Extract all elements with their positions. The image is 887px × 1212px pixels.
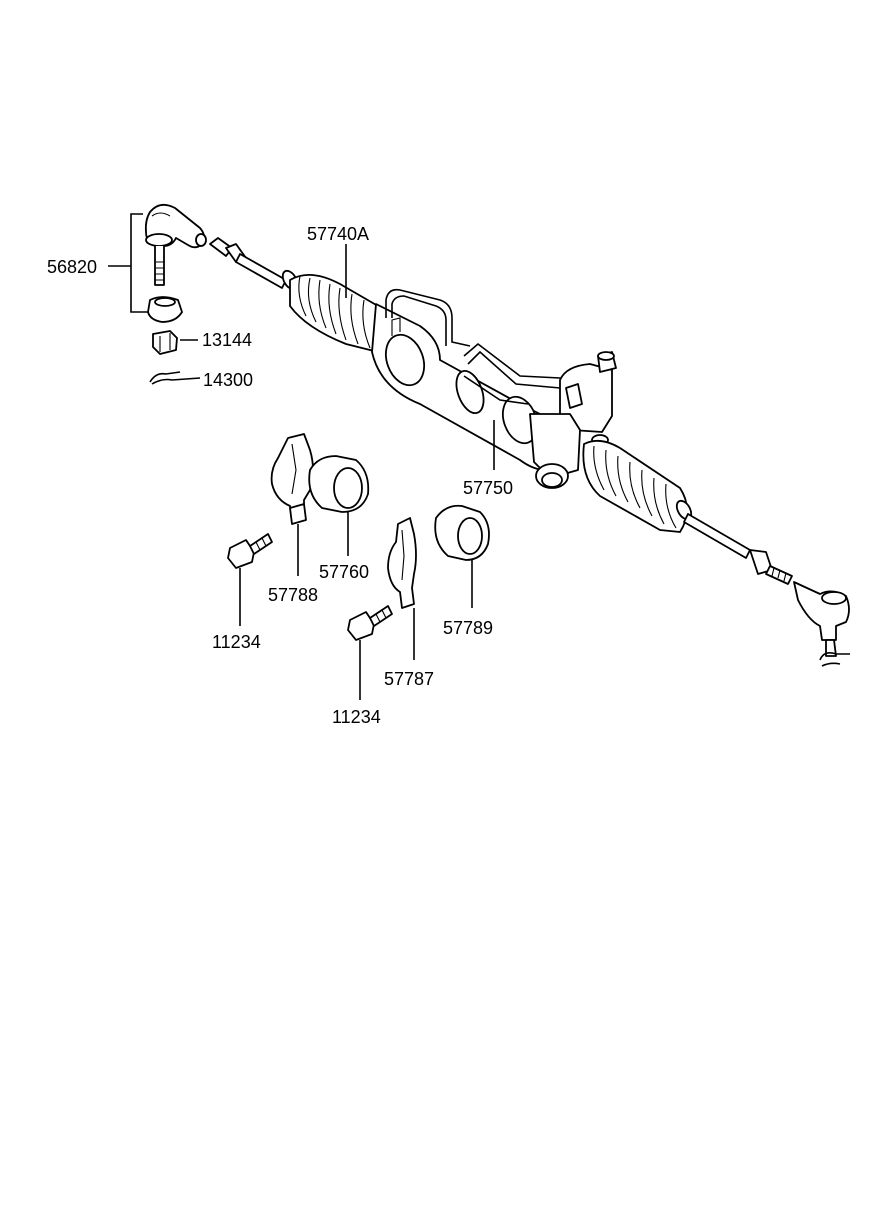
callout-57789: 57789 xyxy=(443,618,493,638)
mounting-bracket-57787 xyxy=(387,517,417,609)
bushing-57760 xyxy=(308,455,370,513)
bolt-right xyxy=(347,605,393,641)
bracket-line-56820 xyxy=(108,213,148,313)
rack-boot-right xyxy=(582,439,693,533)
callout-11234-left: 11234 xyxy=(212,632,261,652)
inner-tie-rod-left xyxy=(209,237,299,291)
callout-13144: 13144 xyxy=(202,330,252,350)
rack-boot-left xyxy=(289,274,386,353)
castle-nut xyxy=(152,330,178,355)
callout-57788: 57788 xyxy=(268,585,318,605)
bolt-left xyxy=(227,533,273,569)
tie-rod-end-boot xyxy=(147,296,183,323)
bushing-57789 xyxy=(434,504,490,561)
callout-56820: 56820 xyxy=(47,257,97,277)
rack-housing xyxy=(371,303,553,472)
mounting-bracket-57788 xyxy=(270,433,314,525)
callout-14300: 14300 xyxy=(203,370,253,390)
inner-tie-rod-right xyxy=(683,513,793,585)
callout-57740A: 57740A xyxy=(307,224,369,244)
callout-11234-right: 11234 xyxy=(332,707,381,727)
callout-57787: 57787 xyxy=(384,669,434,689)
callout-57750: 57750 xyxy=(463,478,513,498)
tie-rod-end-right xyxy=(793,581,850,667)
cotter-pin xyxy=(149,371,201,385)
callout-57760: 57760 xyxy=(319,562,369,582)
tie-rod-end-left xyxy=(144,203,207,286)
